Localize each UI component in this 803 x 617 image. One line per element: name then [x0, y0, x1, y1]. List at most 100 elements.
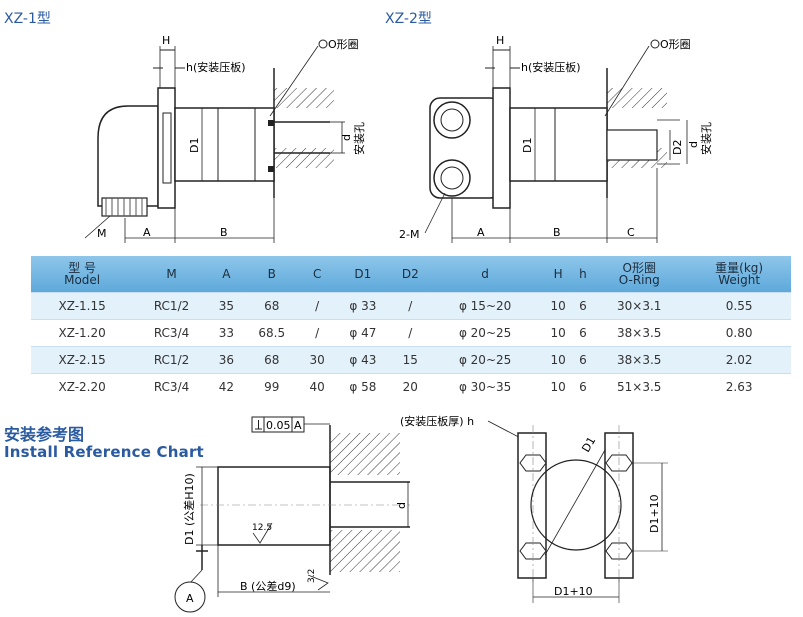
- svg-text:B: B: [220, 226, 228, 239]
- table-cell: 68: [242, 346, 301, 374]
- table-cell: RC3/4: [133, 373, 210, 400]
- table-cell: 33: [209, 319, 243, 347]
- svg-text:D1+10: D1+10: [648, 494, 661, 533]
- table-cell: 0.80: [687, 319, 791, 347]
- table-cell: /: [392, 319, 429, 347]
- svg-text:D1: D1: [579, 435, 598, 455]
- table-cell: 30×3.1: [591, 292, 688, 320]
- xz2-title: XZ-2型: [385, 11, 432, 27]
- table-cell: φ 43: [333, 346, 393, 374]
- install-section-drawing: 0.05 A D1 (公差H10) A 12.5 3.2 d B (公差d9): [174, 416, 410, 613]
- table-cell: 35: [209, 292, 243, 320]
- svg-text:(安装压板厚) h: (安装压板厚) h: [400, 414, 474, 428]
- xz1-elbow: [97, 105, 159, 207]
- column-header: D1: [333, 256, 393, 293]
- svg-text:D1 (公差H10): D1 (公差H10): [182, 473, 196, 545]
- svg-text:A: A: [186, 592, 194, 605]
- xz1-cylinder: [174, 107, 275, 182]
- install-title-cn: 安装参考图: [4, 425, 85, 444]
- svg-text:安装孔: 安装孔: [352, 122, 366, 155]
- table-cell: φ 33: [333, 292, 393, 320]
- table-cell: 15: [392, 346, 429, 374]
- svg-text:d: d: [687, 141, 700, 148]
- table-cell: 2.02: [687, 346, 791, 374]
- svg-text:安装孔: 安装孔: [699, 122, 713, 155]
- svg-text:0.05: 0.05: [266, 419, 291, 432]
- table-cell: φ 58: [333, 373, 393, 400]
- table-cell: RC3/4: [133, 319, 210, 347]
- table-cell: XZ-1.15: [31, 292, 134, 320]
- table-cell: φ 20~25: [428, 346, 542, 374]
- table-cell: /: [300, 292, 334, 320]
- table-cell: XZ-1.20: [31, 319, 134, 347]
- table-cell: 6: [574, 373, 592, 400]
- svg-text:D1: D1: [521, 138, 534, 153]
- table-cell: /: [392, 292, 429, 320]
- table-cell: 6: [574, 319, 592, 347]
- table-cell: 42: [209, 373, 243, 400]
- svg-text:A: A: [294, 419, 302, 432]
- table-cell: φ 20~25: [428, 319, 542, 347]
- table-cell: 10: [541, 292, 575, 320]
- table-cell: XZ-2.15: [31, 346, 134, 374]
- column-header: A: [209, 256, 243, 293]
- table-cell: 10: [541, 373, 575, 400]
- svg-text:12.5: 12.5: [252, 523, 272, 533]
- table-cell: 38×3.5: [591, 346, 688, 374]
- svg-text:H: H: [496, 34, 504, 47]
- column-header: H: [541, 256, 575, 293]
- svg-text:C: C: [627, 226, 635, 239]
- table-cell: 30: [300, 346, 334, 374]
- column-header: d: [428, 256, 542, 293]
- svg-text:3.2: 3.2: [307, 569, 317, 583]
- table-cell: 68: [242, 292, 301, 320]
- table-cell: /: [300, 319, 334, 347]
- table-cell: 51×3.5: [591, 373, 688, 400]
- table-cell: 2.63: [687, 373, 791, 400]
- table-cell: φ 30~35: [428, 373, 542, 400]
- xz1-title: XZ-1型: [4, 11, 51, 27]
- table-cell: 38×3.5: [591, 319, 688, 347]
- column-header: D2: [392, 256, 429, 293]
- svg-text:B: B: [553, 226, 561, 239]
- table-cell: 36: [209, 346, 243, 374]
- table-cell: 0.55: [687, 292, 791, 320]
- svg-text:A: A: [477, 226, 485, 239]
- svg-text:O形圈: O形圈: [660, 38, 691, 51]
- column-header: 重量(kg)Weight: [687, 256, 791, 293]
- xz1-wall-hatch-bottom: [274, 148, 334, 168]
- svg-text:d: d: [340, 134, 353, 141]
- svg-text:h(安装压板): h(安装压板): [186, 60, 246, 74]
- install-bore: [217, 466, 331, 546]
- svg-text:M: M: [97, 227, 107, 240]
- table-cell: 99: [242, 373, 301, 400]
- install-title-en: Install Reference Chart: [4, 443, 204, 461]
- table-cell: 10: [541, 346, 575, 374]
- svg-text:2-M: 2-M: [399, 228, 419, 241]
- column-header: C: [300, 256, 334, 293]
- table-cell: 68.5: [242, 319, 301, 347]
- table-cell: 40: [300, 373, 334, 400]
- column-header: B: [242, 256, 301, 293]
- table-cell: RC1/2: [133, 346, 210, 374]
- xz1-drawing: H h(安装压板) O形圈 D1 d 安装孔 A B M: [84, 34, 366, 243]
- column-header: h: [574, 256, 592, 293]
- svg-text:d: d: [395, 502, 408, 509]
- table-cell: XZ-2.20: [31, 373, 134, 400]
- table-cell: 20: [392, 373, 429, 400]
- column-header: M: [133, 256, 210, 293]
- svg-text:A: A: [143, 226, 151, 239]
- svg-text:H: H: [162, 34, 170, 47]
- svg-text:B (公差d9): B (公差d9): [240, 579, 296, 593]
- table-cell: 6: [574, 346, 592, 374]
- svg-text:D2: D2: [671, 140, 684, 155]
